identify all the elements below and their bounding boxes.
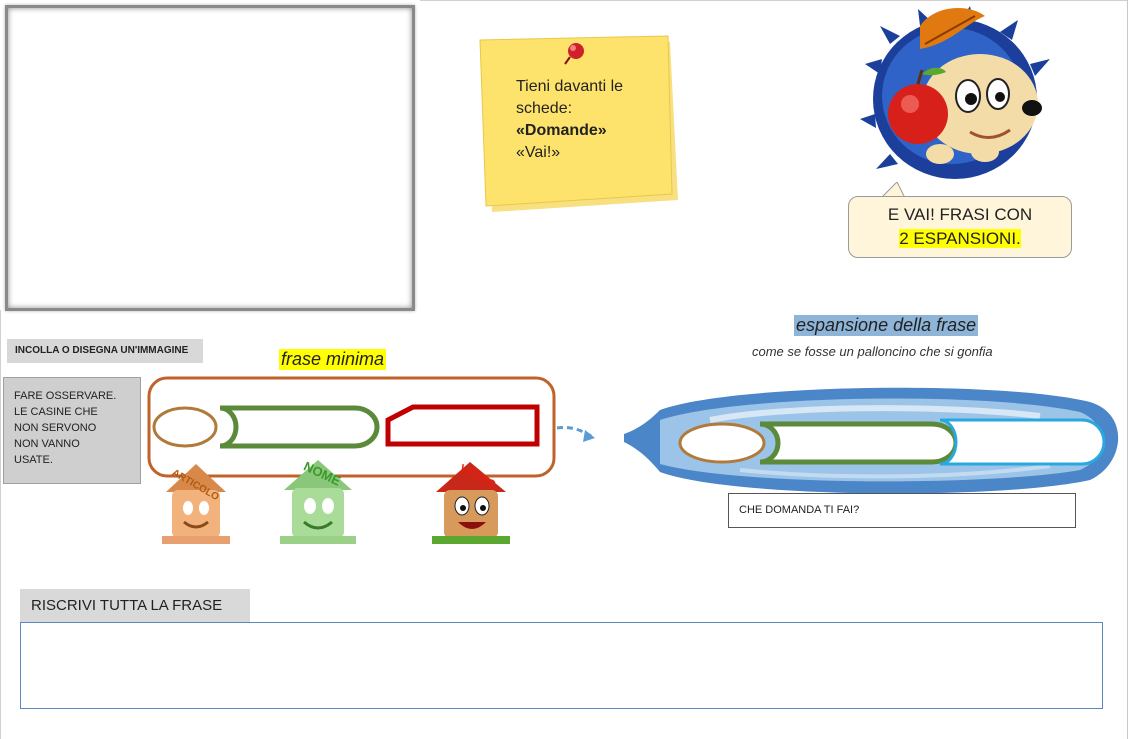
teacher-note-line-1: FARE OSSERVARE. (14, 390, 117, 402)
note-line-1: Tieni davanti le (516, 78, 624, 95)
hedgehog-face-icon (922, 54, 1042, 154)
leaf-icon (920, 7, 985, 49)
teacher-note-line-2: LE CASINE CHE (14, 406, 98, 418)
sticky-note-text: Tieni davanti le schede: «Domande» «Vai!… (516, 76, 623, 164)
article-house-icon: ARTICOLO (162, 464, 230, 544)
rewrite-sentence-input[interactable] (20, 622, 1103, 709)
noun-house-icon: NOME (280, 459, 356, 544)
noun-slot[interactable] (219, 405, 380, 449)
expansion-balloon (624, 387, 1119, 494)
pushpin-icon (568, 43, 584, 59)
bubble-line-1: E VAI! FRASI CON (887, 205, 1033, 224)
verb-house-icon: VERBO (432, 462, 510, 544)
note-line-2: schede: (516, 100, 573, 117)
expansion-article-slot[interactable] (678, 422, 766, 464)
question-field[interactable]: CHE DOMANDA TI FAI? (728, 493, 1076, 528)
bubble-line-2: 2 ESPANSIONI. (899, 229, 1021, 248)
minimal-sentence-frame (147, 376, 595, 478)
page-border-left (0, 310, 1, 739)
expansion-slot[interactable] (939, 418, 1106, 466)
sticky-note (479, 35, 678, 212)
paste-image-label: INCOLLA O DISEGNA UN'IMMAGINE (7, 339, 203, 363)
teacher-note-line-3: NON SERVONO (14, 422, 97, 434)
rewrite-sentence-label: RISCRIVI TUTTA LA FRASE (20, 589, 250, 622)
expansion-noun-slot[interactable] (759, 421, 959, 465)
article-slot[interactable] (152, 406, 218, 448)
teacher-note-line-4: NON VANNO (14, 438, 80, 450)
teacher-note-line-5: USATE. (14, 454, 53, 466)
apple-icon (888, 67, 948, 144)
verb-slot[interactable] (385, 404, 540, 447)
image-drop-frame[interactable] (5, 5, 415, 311)
expansion-subtitle: come se fosse un palloncino che si gonfi… (752, 344, 993, 359)
note-line-3: «Domande» (516, 122, 607, 139)
note-line-4: «Vai!» (516, 144, 561, 161)
teacher-note-box: FARE OSSERVARE. LE CASINE CHE NON SERVON… (3, 377, 141, 484)
minimal-sentence-title: frase minima (279, 349, 387, 370)
hedgehog-illustration (860, 6, 1050, 179)
page-border-top (420, 0, 1127, 1)
expansion-title: espansione della frase (794, 315, 979, 336)
speech-bubble: E VAI! FRASI CON 2 ESPANSIONI. (848, 196, 1072, 258)
